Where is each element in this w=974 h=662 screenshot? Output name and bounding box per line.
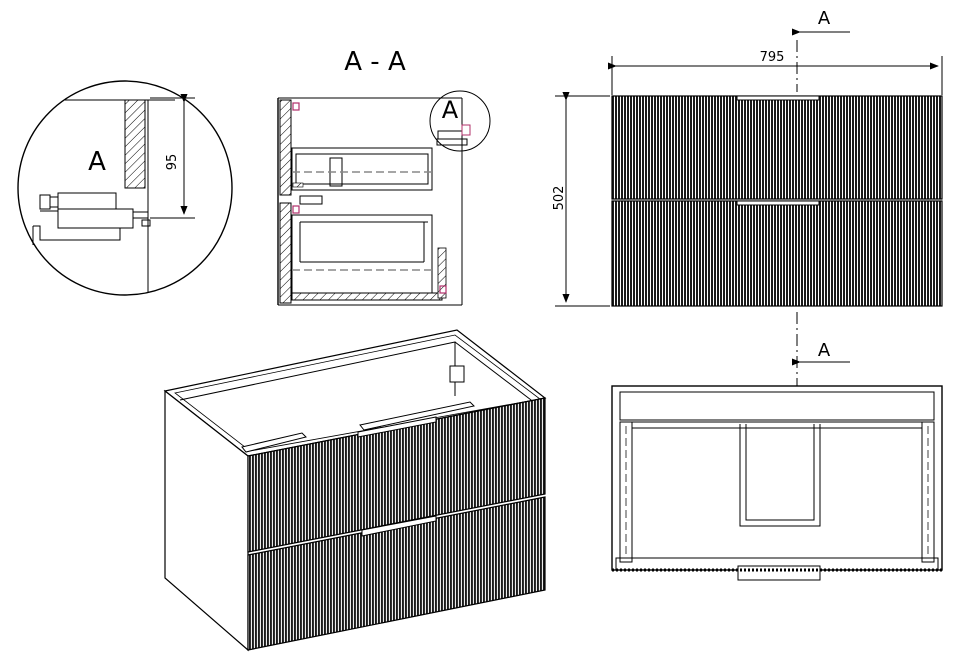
- section-marker-top: A: [818, 8, 831, 29]
- upper-drawer-front-section: [279, 99, 292, 196]
- detail-circle: [17, 80, 233, 296]
- section-marker-bottom: A: [818, 340, 831, 361]
- lower-drawer-section: [291, 214, 447, 301]
- width-dimension-text: 795: [760, 50, 785, 65]
- dimension-95-text: 95: [165, 154, 180, 171]
- isometric-view: [163, 329, 547, 652]
- drawer-bottom-section: [291, 292, 443, 301]
- detail-small-label: A: [442, 96, 459, 124]
- iso-lower-handle: [361, 515, 437, 537]
- iso-upper-drawer-front: [247, 397, 546, 553]
- side-panel-section: [124, 99, 146, 189]
- hanging-bracket: [449, 365, 465, 383]
- iso-lower-drawer-front: [247, 496, 546, 651]
- back-rail: [619, 391, 935, 421]
- section-a-a: A - A: [277, 47, 491, 306]
- lower-drawer-front-section: [279, 202, 292, 304]
- section-title: A - A: [344, 47, 406, 77]
- iso-upper-handle: [357, 416, 437, 438]
- top-view: A: [611, 312, 943, 581]
- hinge-mark: [439, 285, 447, 294]
- lower-handle: [736, 200, 820, 206]
- carcass-outline: [611, 385, 943, 571]
- detail-label: A: [88, 147, 106, 177]
- height-dimension-text: 502: [552, 186, 567, 211]
- detail-reference-circle: [429, 90, 491, 152]
- upper-drawer-section: [291, 147, 433, 205]
- hinge-mark: [292, 102, 300, 111]
- hinge-mark: [292, 205, 300, 214]
- front-handle-top: [737, 565, 821, 581]
- upper-handle: [736, 95, 820, 101]
- detail-view-a: A 95: [17, 80, 233, 296]
- front-view: A 795 502: [552, 8, 943, 307]
- upper-drawer-front: [611, 95, 943, 200]
- siphon-cutout: [739, 424, 821, 527]
- hinge-hardware: [32, 192, 151, 245]
- lower-drawer-front: [611, 200, 943, 307]
